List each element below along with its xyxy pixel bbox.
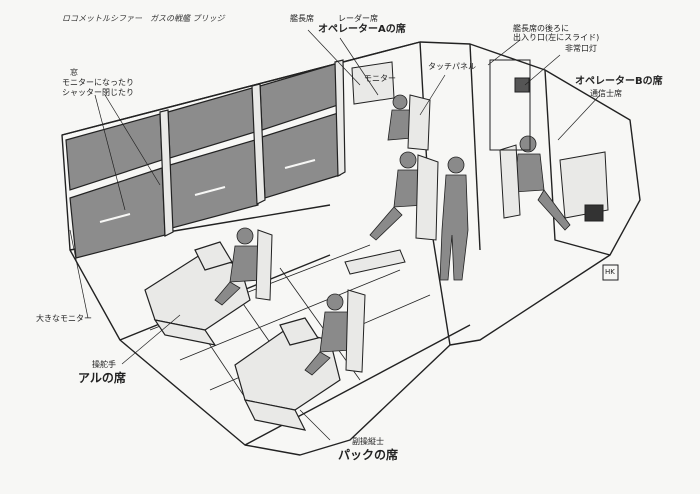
radar-seat-label: レーダー席 xyxy=(338,14,378,23)
exit-label-line1: 艦長席の後ろに xyxy=(513,24,569,33)
touch-panel-label: タッチパネル xyxy=(428,62,476,71)
big-monitor-label: 大きなモニター xyxy=(36,314,92,323)
window-shutter-label: シャッター閉じたり xyxy=(62,88,134,97)
hull-outline xyxy=(61,41,641,456)
emergency-light-label: 非常口灯 xyxy=(565,44,597,53)
window-label: 窓 xyxy=(70,68,78,77)
monitor-label: モニター xyxy=(364,74,396,83)
exit-label-line2: 出入り口(左にスライド) xyxy=(513,33,600,42)
al-console xyxy=(144,241,251,346)
pack-seat-label: パックの席 xyxy=(338,448,399,462)
captain-seat-label: 艦長席 xyxy=(290,14,314,23)
right-panel xyxy=(544,69,611,256)
operator-b-figure xyxy=(513,135,571,231)
standing-figure xyxy=(439,156,469,281)
sheet-title: ロコメットルシファー ガスの戦艦 ブリッジ xyxy=(62,14,225,23)
comm-seat-label: 通信士席 xyxy=(590,89,622,98)
left-wall-top xyxy=(61,41,421,136)
window-monitor-label: モニターになったり xyxy=(62,78,134,87)
copilot-role-label: 副操縦士 xyxy=(352,437,384,446)
operator-a-seat-label: オペレーターAの席 xyxy=(318,24,406,35)
operator-b-seat-label: オペレーターBの席 xyxy=(575,76,663,87)
rear-wall-right xyxy=(469,43,481,251)
pack-console xyxy=(234,317,341,431)
pack-figure xyxy=(304,293,353,376)
pilot-role-label: 操舵手 xyxy=(92,360,116,369)
artist-signature: HK xyxy=(605,268,615,276)
al-seat-label: アルの席 xyxy=(78,371,126,385)
radar-figure xyxy=(387,94,413,141)
